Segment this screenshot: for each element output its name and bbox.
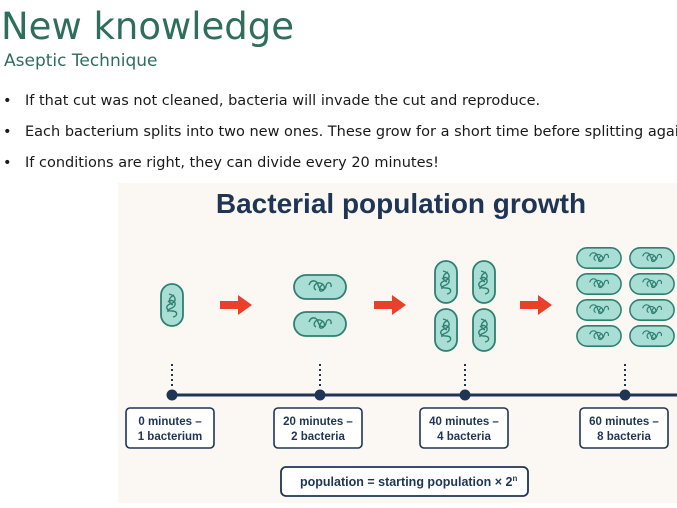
bacterium-icon <box>629 299 675 321</box>
stage-label-count: 4 bacteria <box>437 431 491 443</box>
stage-label-box <box>125 407 215 449</box>
bacterium-icon <box>576 247 622 269</box>
stage-label-box <box>419 407 509 449</box>
bacterium-icon <box>293 274 347 300</box>
right-arrow-icon <box>520 295 552 315</box>
formula-main: population = starting population × 2 <box>300 475 513 489</box>
bacterium-icon <box>472 308 496 352</box>
stage-label-count: 1 bacterium <box>138 431 203 443</box>
bacterium-icon <box>434 308 458 352</box>
growth-diagram: Bacterial population growth <box>125 188 677 497</box>
bullet-text: Each bacterium splits into two new ones.… <box>25 124 677 140</box>
bacterium-icon <box>629 273 675 295</box>
bullet-dot-icon: • <box>3 124 12 140</box>
stage-label-time: 60 minutes – <box>589 416 659 428</box>
bacterium-icon <box>576 325 622 347</box>
bullet-text: If conditions are right, they can divide… <box>25 155 439 171</box>
slide-subtitle: Aseptic Technique <box>4 51 158 71</box>
bacterium-icon <box>629 247 675 269</box>
bacterium-icon <box>576 273 622 295</box>
stage-label-time: 40 minutes – <box>429 416 499 428</box>
bacterium-icon <box>293 311 347 337</box>
formula-text: population = starting population × 2n <box>300 474 518 489</box>
stage-label-time: 20 minutes – <box>283 416 353 428</box>
timeline-dot-icon <box>619 389 631 401</box>
stage-label-count: 2 bacteria <box>291 431 345 443</box>
timeline-dot-icon <box>314 389 326 401</box>
bullet-dot-icon: • <box>3 93 12 109</box>
bullet-dot-icon: • <box>3 155 12 171</box>
right-arrow-icon <box>220 295 252 315</box>
bacterium-icon <box>434 260 458 304</box>
bullet-text: If that cut was not cleaned, bacteria wi… <box>25 93 541 109</box>
bacterium-icon <box>576 299 622 321</box>
bacterium-icon <box>629 325 675 347</box>
formula-box <box>280 466 529 497</box>
stage-label-time: 0 minutes – <box>138 416 202 428</box>
timeline-dot-icon <box>166 389 178 401</box>
bacterium-icon <box>160 283 184 327</box>
figure-title: Bacterial population growth <box>216 188 586 219</box>
bacterial-growth-figure: Bacterial population growth <box>118 183 677 503</box>
slide-title: New knowledge <box>1 5 295 48</box>
formula-exponent: n <box>513 474 518 483</box>
stage-label-box <box>579 407 669 449</box>
bacterium-icon <box>472 260 496 304</box>
right-arrow-icon <box>374 295 406 315</box>
stage-label-box <box>273 407 363 449</box>
stage-label-count: 8 bacteria <box>597 431 651 443</box>
timeline-dot-icon <box>459 389 471 401</box>
